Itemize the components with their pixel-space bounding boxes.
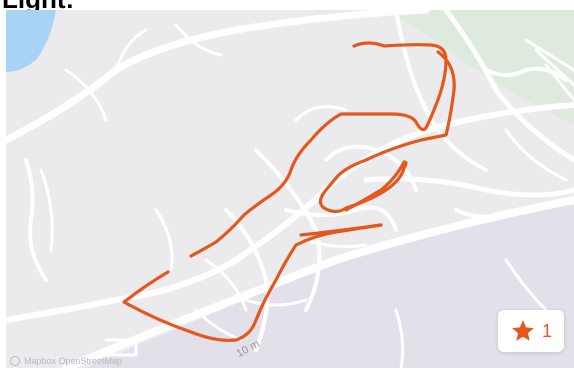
section-heading: Light: bbox=[2, 0, 74, 12]
favorites-count: 1 bbox=[541, 320, 552, 341]
route-path bbox=[122, 41, 456, 342]
map-canvas bbox=[6, 10, 574, 368]
lake bbox=[6, 10, 56, 72]
park-area bbox=[386, 10, 574, 125]
favorites-chip[interactable]: 1 bbox=[498, 310, 564, 352]
star-icon bbox=[512, 320, 534, 341]
map-attribution: Mapbox OpenStreetMap bbox=[10, 356, 122, 366]
lower-terrain bbox=[86, 200, 574, 368]
info-icon[interactable] bbox=[10, 356, 20, 366]
map-view[interactable]: Mapbox OpenStreetMap 10 m 1 bbox=[6, 10, 574, 368]
